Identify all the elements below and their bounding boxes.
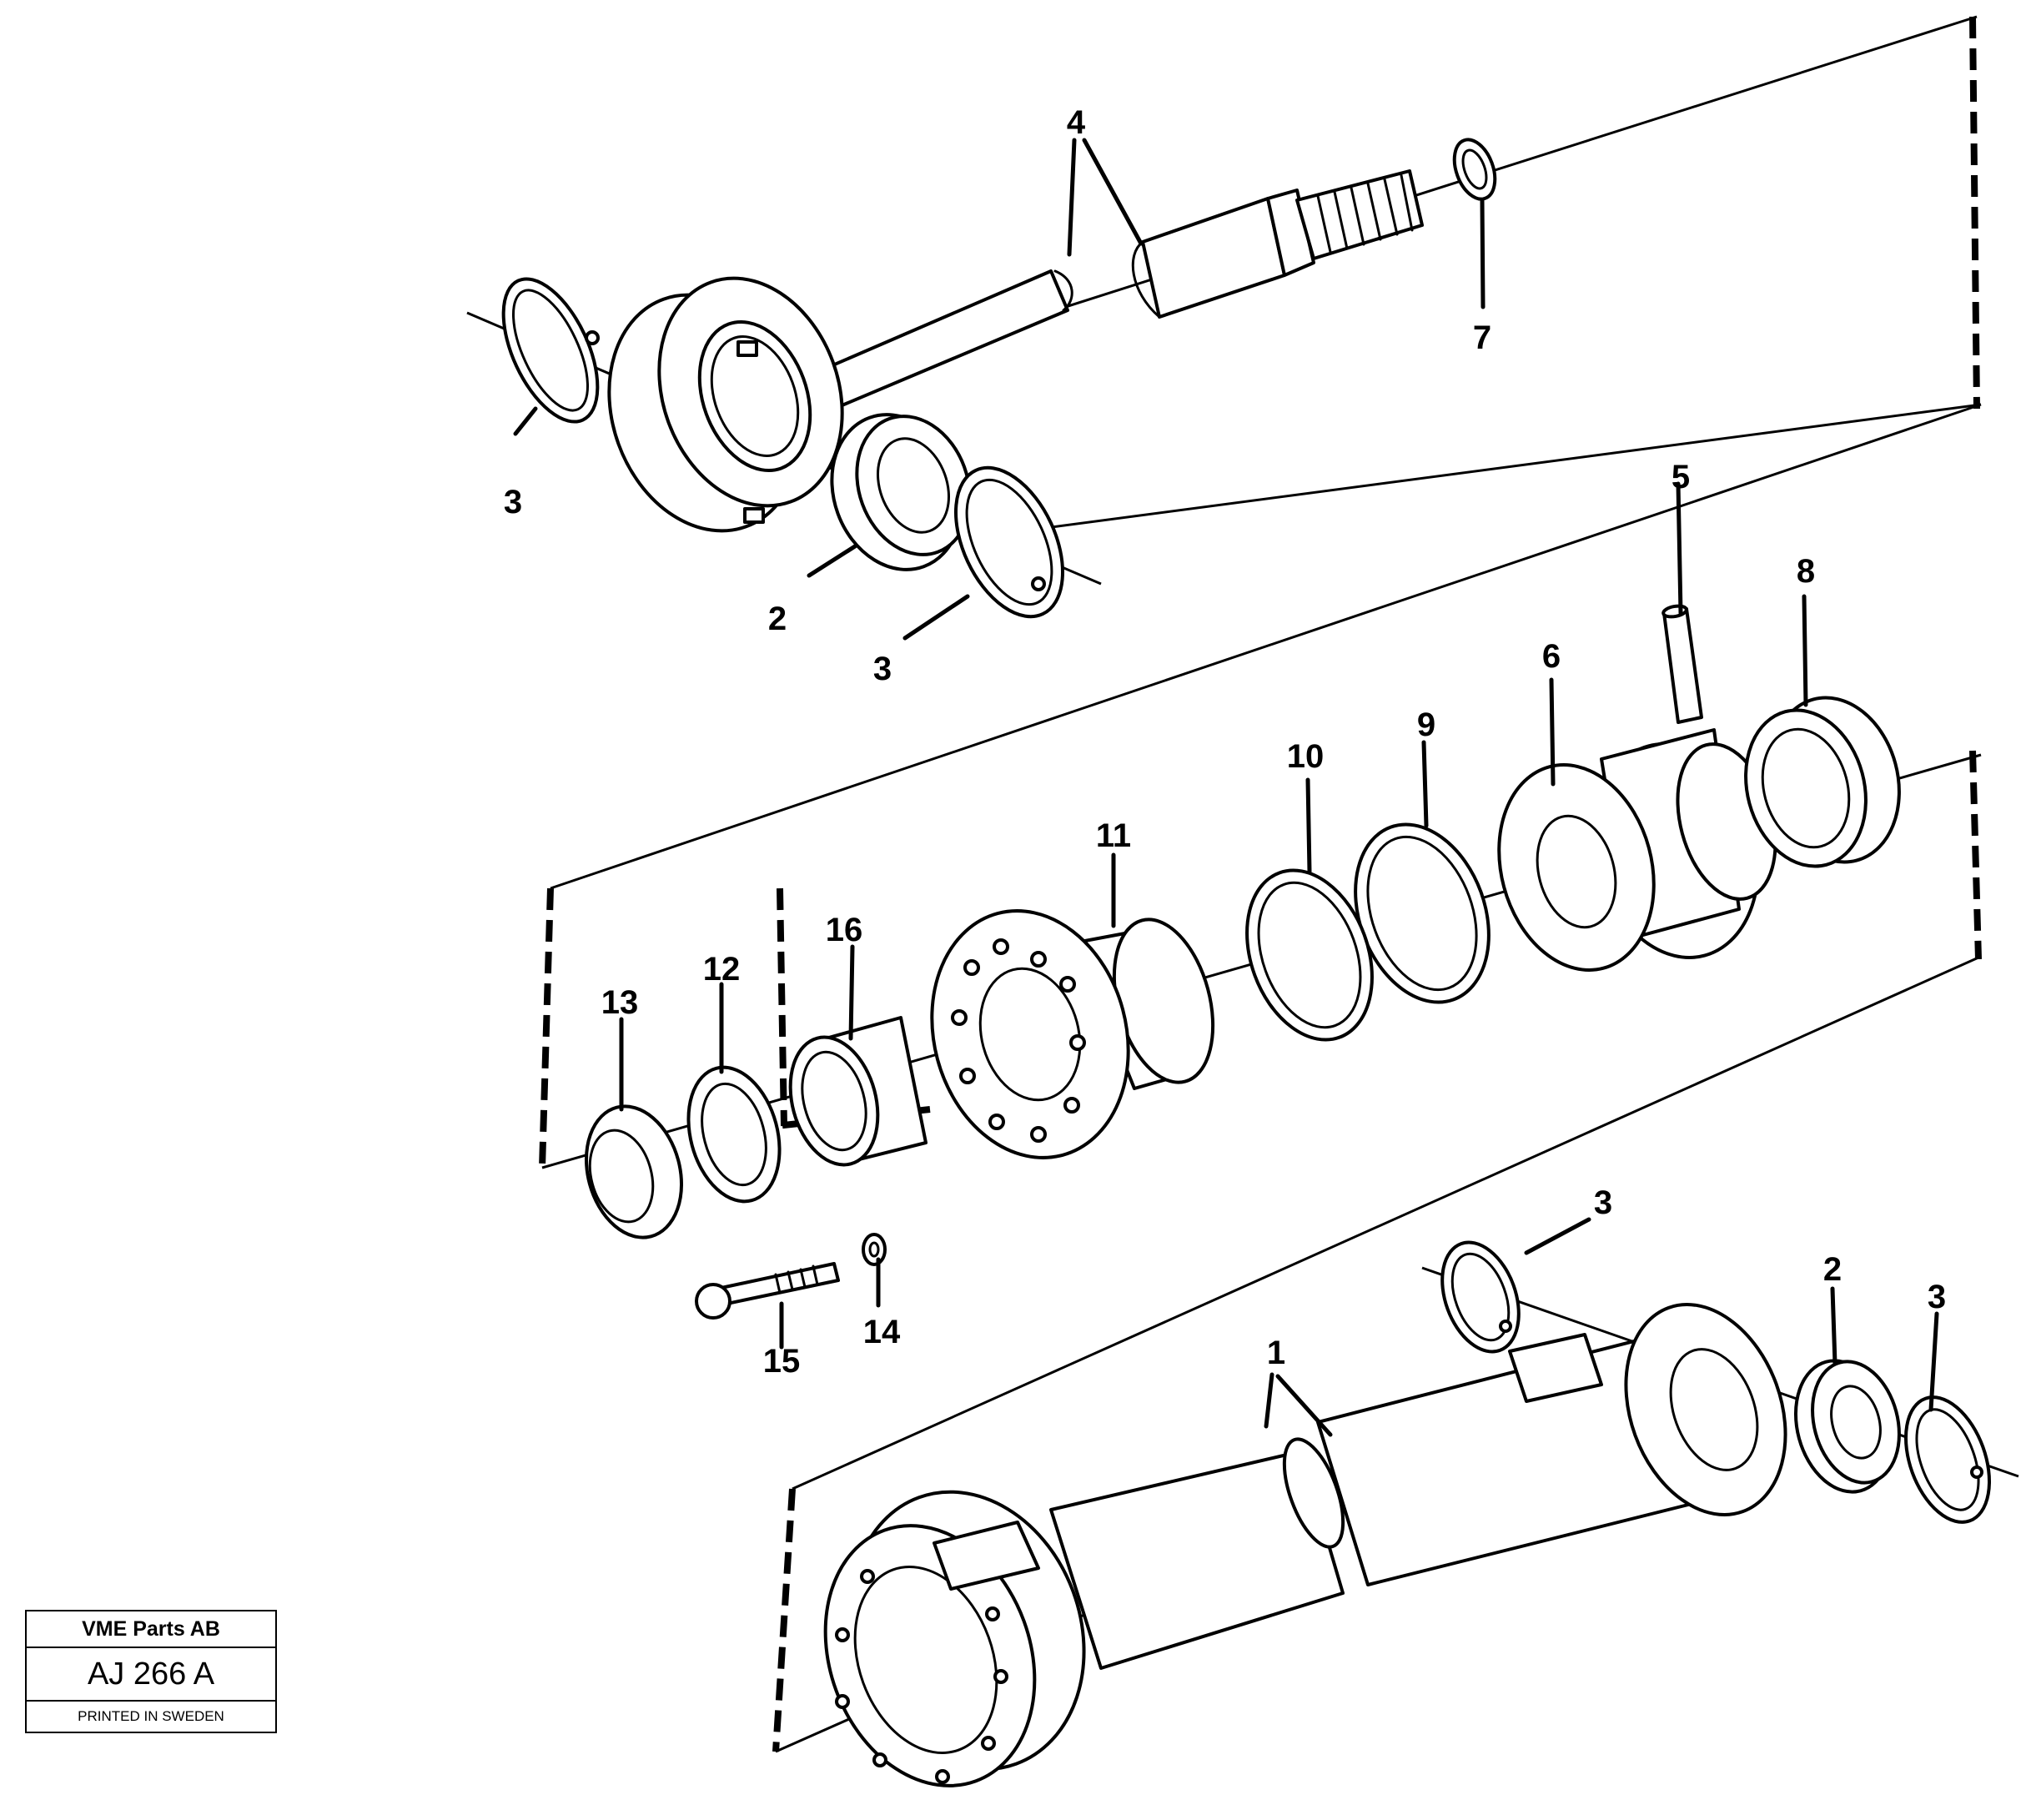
cylinder-tube-1 [823,1303,1787,1787]
callout-6: 6 [1542,638,1561,675]
callout-2-bottom: 2 [1823,1251,1842,1288]
spherical-bearing-2-bottom [1793,1359,1901,1494]
spherical-bearing-2-top [830,413,972,571]
callout-3-bottom-right: 3 [1928,1279,1946,1315]
callout-5: 5 [1672,459,1690,495]
callout-3-bottom-left: 3 [1594,1184,1612,1221]
callout-3-top-right: 3 [873,651,892,687]
company-name: VME Parts AB [27,1611,275,1648]
circlip-3-top-left [501,277,600,424]
cylinder-head-11 [930,909,1215,1159]
pin-5 [1661,604,1703,724]
seal-12 [686,1065,782,1204]
washer-14 [862,1233,887,1266]
callout-10: 10 [1287,738,1325,775]
screw-15 [695,1262,840,1320]
piston-6 [1497,728,1777,972]
callout-12: 12 [703,951,741,988]
bushing-16 [788,1016,928,1167]
callout-4: 4 [1067,104,1086,141]
callout-3-top-left: 3 [504,484,522,520]
callout-7: 7 [1473,319,1491,356]
seal-ring-10 [1245,868,1374,1042]
guide-ring-8 [1744,696,1901,868]
callout-15: 15 [763,1343,801,1380]
title-block-stamp: VME Parts AB AJ 266 A PRINTED IN SWEDEN [25,1610,277,1733]
printed-in-label: PRINTED IN SWEDEN [78,1708,224,1724]
callout-9: 9 [1417,706,1435,743]
callout-16: 16 [826,912,863,948]
leader-lines [513,138,1939,1437]
callout-11: 11 [1096,817,1131,854]
circlip-3-bottom-right [1904,1395,1991,1524]
washer-7 [1452,138,1497,201]
piston-rod-assembly [607,169,1424,533]
callout-8: 8 [1797,553,1815,590]
wiper-13 [584,1104,684,1239]
callout-numbers: 4 7 3 2 3 5 8 6 9 10 11 16 12 13 14 15 1… [504,104,1946,1380]
callout-2-top: 2 [768,601,787,637]
seal-ring-9 [1354,822,1491,1004]
drawing-code: AJ 266 A [27,1648,275,1702]
circlip-3-top-right [953,465,1065,619]
callout-14: 14 [863,1314,901,1350]
circlip-3-bottom-left [1440,1240,1521,1354]
callout-13: 13 [601,984,639,1021]
callout-1: 1 [1267,1335,1285,1371]
